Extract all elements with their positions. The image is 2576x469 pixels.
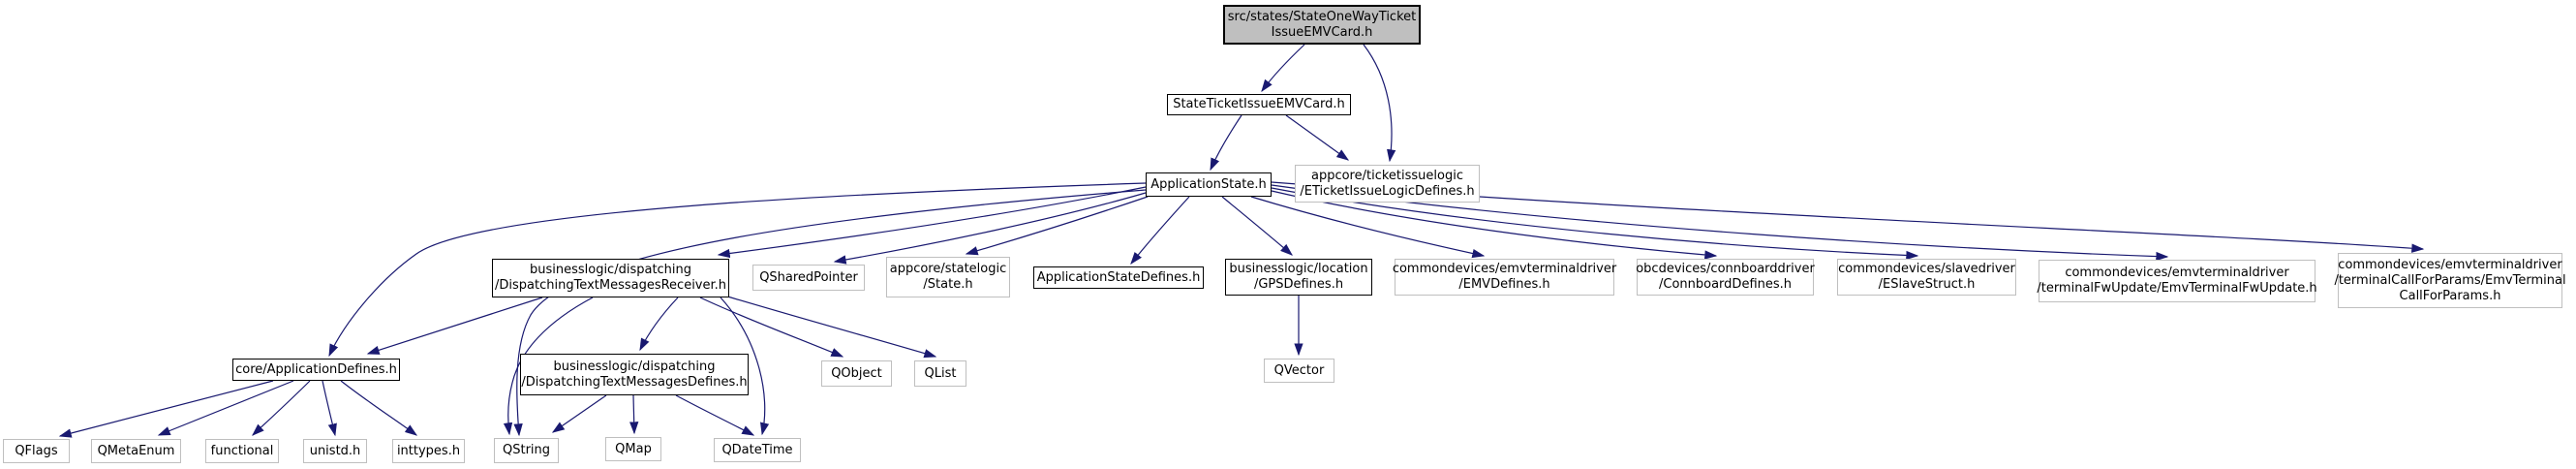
graph-node-app-state[interactable]: ApplicationState.h [1146, 172, 1272, 197]
graph-node-qstring: QString [494, 438, 559, 463]
graph-node-eslave-struct: commondevices/slavedriver /ESlaveStruct.… [1837, 259, 2016, 296]
graph-edge-state-ticket-to-eticket-defines [1285, 114, 1350, 161]
graph-edge-msg-receiver-to-qdatetime [720, 297, 770, 436]
graph-node-state-ticket[interactable]: StateTicketIssueEMVCard.h [1167, 94, 1351, 115]
graph-node-inttypes: inttypes.h [392, 439, 465, 463]
graph-node-app-state-defines[interactable]: ApplicationStateDefines.h [1033, 266, 1204, 289]
graph-edge-msg-receiver-to-qlist [723, 295, 937, 359]
graph-node-msg-defines[interactable]: businesslogic/dispatching /DispatchingTe… [520, 354, 749, 395]
graph-node-qobject: QObject [821, 360, 892, 387]
graph-edge-app-defines-to-functional [252, 380, 311, 436]
graph-node-qmap: QMap [605, 437, 661, 461]
graph-node-functional: functional [205, 439, 279, 463]
graph-edge-app-state-to-state-h [965, 196, 1149, 256]
graph-edge-app-defines-to-qflags [58, 380, 274, 438]
graph-node-connboard-defines: obcdevices/connboarddriver /ConnboardDef… [1636, 259, 1815, 296]
graph-edge-root-to-state-ticket [1261, 44, 1305, 93]
graph-edge-app-defines-to-inttypes [340, 380, 418, 436]
graph-node-qlist: QList [914, 360, 966, 387]
graph-node-app-defines[interactable]: core/ApplicationDefines.h [232, 359, 400, 381]
graph-node-qvector: QVector [1264, 359, 1334, 383]
graph-edge-app-defines-to-qmetaenum [157, 380, 294, 436]
graph-node-root: src/states/StateOneWayTicket IssueEMVCar… [1223, 5, 1421, 45]
graph-node-state-h: appcore/statelogic /State.h [886, 257, 1010, 297]
graph-edge-app-defines-to-unistd [322, 380, 337, 437]
graph-node-msg-receiver[interactable]: businesslogic/dispatching /DispatchingTe… [492, 259, 729, 297]
graph-edge-app-state-to-app-state-defines [1130, 196, 1190, 266]
graph-edge-msg-defines-to-qmap [629, 394, 639, 435]
graph-edge-app-state-to-msg-receiver [717, 186, 1147, 259]
graph-node-qdatetime: QDateTime [714, 438, 801, 462]
graph-node-emv-defines: commondevices/emvterminaldriver /EMVDefi… [1393, 259, 1616, 296]
graph-edge-msg-receiver-to-msg-defines [639, 297, 679, 352]
graph-node-qsharedpointer: QSharedPointer [752, 265, 865, 291]
graph-edge-msg-receiver-to-qobject [699, 297, 844, 358]
graph-node-qflags: QFlags [3, 439, 70, 463]
graph-node-qmetaenum: QMetaEnum [91, 439, 181, 463]
graph-edge-app-state-to-gps-defines [1221, 196, 1293, 256]
graph-edge-msg-defines-to-qstring [551, 394, 607, 433]
graph-edge-msg-receiver-to-app-defines [366, 297, 543, 355]
graph-edge-app-state-to-emv-defines [1250, 196, 1486, 259]
graph-node-fw-update: commondevices/emvterminaldriver /termina… [2037, 260, 2317, 302]
graph-node-gps-defines[interactable]: businesslogic/location /GPSDefines.h [1225, 259, 1372, 296]
graph-edge-app-state-to-connboard-defines [1271, 190, 1718, 260]
graph-edge-msg-receiver-to-qstring [503, 297, 594, 436]
graph-edge-app-state-to-eslave-struct [1271, 187, 1919, 261]
graph-edge-state-ticket-to-app-state [1210, 114, 1242, 172]
graph-node-eticket-defines: appcore/ticketissuelogic /ETicketIssueLo… [1295, 165, 1480, 203]
graph-edge-app-state-to-qstring [513, 189, 1147, 437]
graph-edge-msg-defines-to-qdatetime [675, 394, 755, 436]
graph-edge-app-state-to-qsharedpointer [833, 192, 1147, 265]
graph-edge-app-state-to-app-defines [328, 182, 1147, 358]
graph-node-call-for-params: commondevices/emvterminaldriver /termina… [2334, 253, 2566, 308]
graph-edge-root-to-eticket-defines [1363, 44, 1396, 163]
graph-node-unistd: unistd.h [303, 439, 367, 463]
